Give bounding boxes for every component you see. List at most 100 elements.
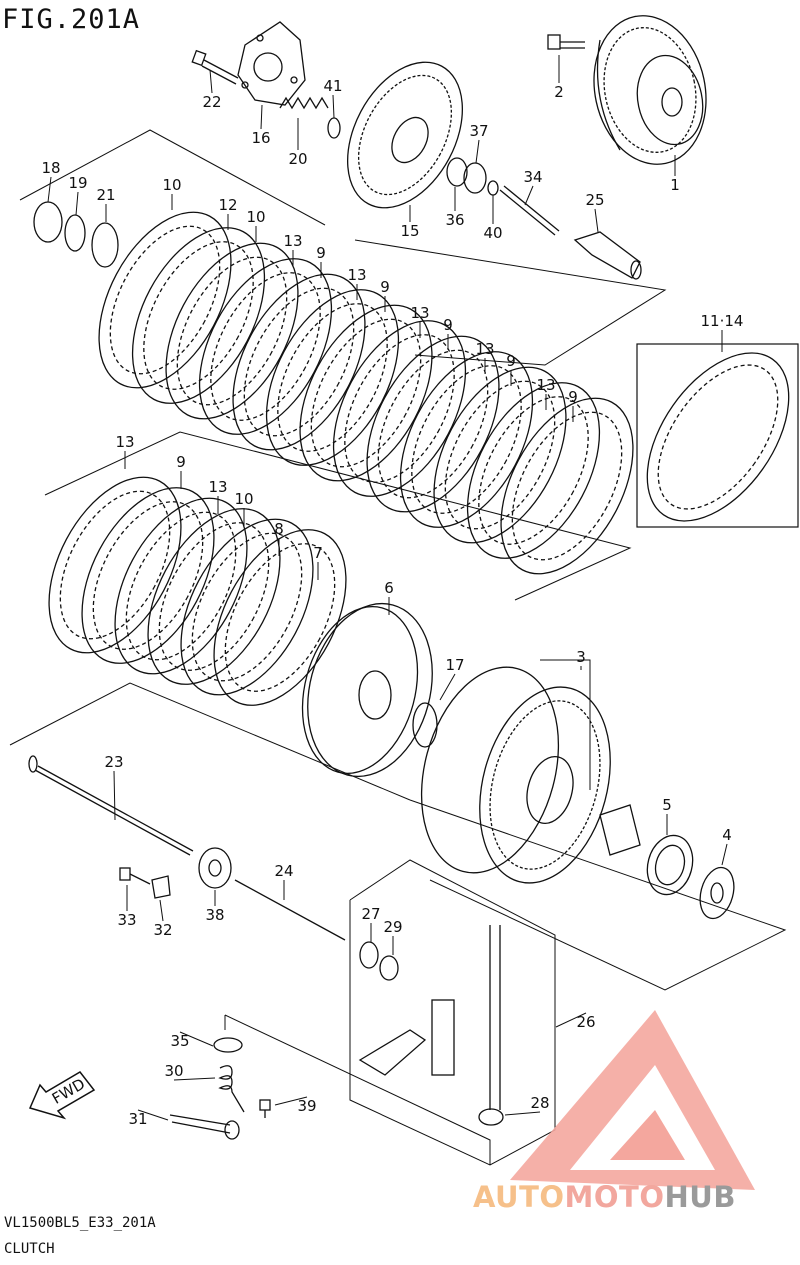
clutch-plate <box>265 289 400 466</box>
callout-label: 3 <box>576 648 586 666</box>
stack-callout: 13 <box>347 266 366 284</box>
callout-label: 37 <box>469 122 488 140</box>
footer-figure-name: CLUTCH <box>4 1241 55 1257</box>
mid-plate-stack <box>48 476 347 706</box>
callout-label: 36 <box>445 211 464 229</box>
part-21-washer <box>91 222 119 268</box>
watermark-logo-icon <box>510 1010 755 1190</box>
stack-callout: 6 <box>384 579 394 597</box>
part-24-push-rod <box>234 879 346 941</box>
part-34-push-rod <box>499 185 560 236</box>
part-27-o-ring <box>359 941 379 969</box>
callout-label: 18 <box>41 159 60 177</box>
stack-callout: 12 <box>218 196 237 214</box>
part-26-release-assembly <box>358 925 504 1126</box>
callout-label: 15 <box>400 222 419 240</box>
figure-title: FIG.201A <box>2 4 141 35</box>
callout-label: 32 <box>153 921 172 939</box>
part-39-bolt <box>259 1099 271 1118</box>
stack-callout: 9 <box>506 352 516 370</box>
part-4-thrust-washer <box>699 866 735 920</box>
part-38-oil-seal <box>198 847 232 889</box>
callout-label: 34 <box>523 168 542 186</box>
stack-callout: 9 <box>443 316 453 334</box>
stack-callout: 10 <box>246 208 265 226</box>
callout-label: 27 <box>361 905 380 923</box>
fwd-arrow-icon: FWD <box>28 1071 96 1120</box>
callout-label: 25 <box>585 191 604 209</box>
callout-label: 17 <box>445 656 464 674</box>
stack-callout: 9 <box>176 453 186 471</box>
inset-label: 11·14 <box>701 312 744 330</box>
stack-callout: 13 <box>410 304 429 322</box>
stack-callout: 10 <box>234 490 253 508</box>
callout-label: 16 <box>251 129 270 147</box>
clutch-plate <box>299 304 433 482</box>
part-33-bolt <box>119 867 151 885</box>
clutch-plate <box>399 351 534 528</box>
stack-callout: 10 <box>162 176 181 194</box>
part-6-clutch-hub <box>301 602 433 778</box>
part-16-lifter-plate <box>237 21 306 106</box>
clutch-plate <box>198 258 333 435</box>
stack-callout: 13 <box>475 340 494 358</box>
top-plate-stack <box>98 211 634 575</box>
part-32-clip <box>151 875 171 899</box>
part-25-push-piece <box>573 231 642 280</box>
part-2-bolt <box>547 34 585 50</box>
part-35-washer <box>213 1037 243 1053</box>
part-3-clutch-housing <box>420 666 611 884</box>
part-15-pressure-plate <box>346 61 464 209</box>
part-5-needle-bearing <box>599 804 694 896</box>
clutch-plate <box>131 227 266 404</box>
callout-label: 26 <box>576 1013 595 1031</box>
watermark-hub: HUB <box>664 1180 736 1214</box>
clutch-plate <box>366 335 500 513</box>
callout-label: 19 <box>68 174 87 192</box>
callout-label: 20 <box>288 150 307 168</box>
footer-figure-code: VL1500BL5_E33_201A <box>4 1215 156 1231</box>
part-41-washer <box>327 117 341 139</box>
callout-label: 21 <box>96 186 115 204</box>
callout-leader-lines <box>47 55 728 1121</box>
stack-callout: 7 <box>313 544 323 562</box>
group-boundary-lines <box>9 129 787 1166</box>
callout-label: 22 <box>202 93 221 111</box>
clutch-plate <box>213 529 347 706</box>
stack-callout: 9 <box>568 388 578 406</box>
part-31-lever-end <box>224 1120 240 1140</box>
callout-label: 35 <box>170 1032 189 1050</box>
part-37-bearing <box>463 162 487 194</box>
part-17-thrust-washer <box>412 702 438 748</box>
callout-label: 39 <box>297 1097 316 1115</box>
watermark-text: AUTOMOTOHUB <box>473 1180 736 1214</box>
part-18-nut <box>33 201 63 243</box>
stack-callout: 9 <box>316 244 326 262</box>
clutch-plate <box>165 242 299 420</box>
callout-label: 33 <box>117 911 136 929</box>
part-30-spring <box>218 1065 245 1113</box>
clutch-plate <box>81 487 215 664</box>
part-1-primary-gear <box>593 15 707 165</box>
clutch-plate <box>232 273 366 451</box>
part-31-lever <box>169 1114 231 1134</box>
clutch-plate <box>500 397 634 575</box>
stack-callout: 13 <box>115 433 134 451</box>
callout-label: 1 <box>670 176 680 194</box>
part-22-bolt <box>191 49 239 85</box>
callout-label: 29 <box>383 918 402 936</box>
part-23-push-rod <box>28 755 194 856</box>
callout-label: 31 <box>128 1110 147 1128</box>
part-40-ring <box>487 180 499 196</box>
stack-callout: 13 <box>536 376 555 394</box>
stack-callout: 13 <box>208 478 227 496</box>
clutch-plate <box>114 497 248 675</box>
part-36-washer <box>446 157 468 187</box>
clutch-plate <box>433 366 567 544</box>
stack-callout: 13 <box>283 232 302 250</box>
clutch-plate <box>180 518 314 696</box>
callout-label: 30 <box>164 1062 183 1080</box>
callout-label: 24 <box>274 862 293 880</box>
